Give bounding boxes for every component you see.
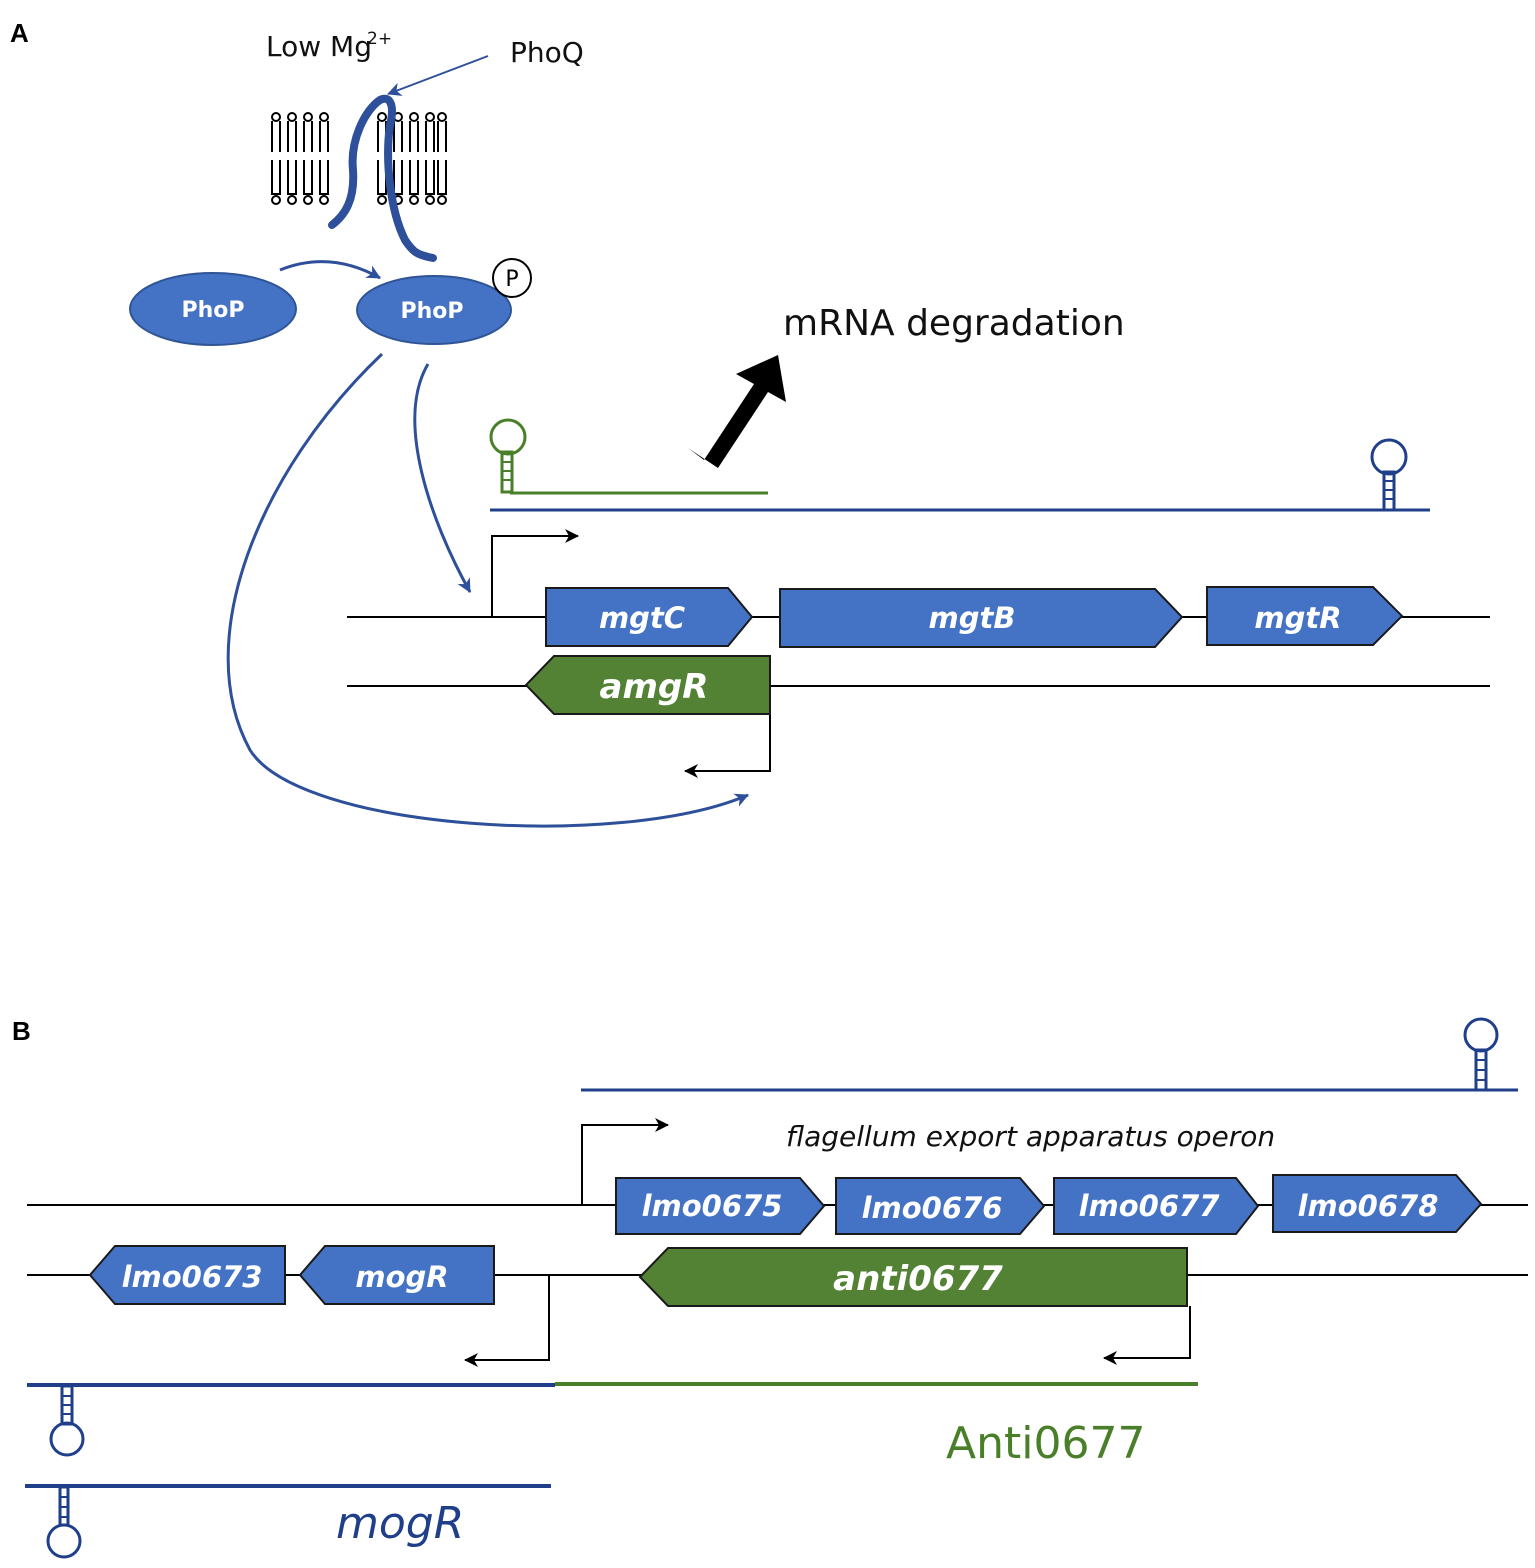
mgtcbr-terminator-hairpin-icon	[1370, 438, 1408, 512]
phosphate-tag-icon	[492, 258, 532, 298]
gene-mgtb: mgtB	[779, 588, 1184, 648]
amgr-promoter-arrow	[684, 714, 771, 778]
gene-anti0677: anti0677	[638, 1247, 1188, 1307]
phoq-pointer-arrow	[387, 55, 489, 96]
gene-mogr: mogR	[298, 1245, 495, 1305]
phoq-protein-icon	[328, 94, 437, 262]
operon-label: flagellum export apparatus operon	[786, 1120, 1275, 1153]
phoq-label: PhoQ	[510, 36, 584, 69]
svg-text:lmo0673: lmo0673	[122, 1260, 263, 1294]
mogr-promoter-arrow	[464, 1276, 550, 1367]
degradation-arrow-icon	[688, 355, 786, 468]
svg-text:lmo0676: lmo0676	[862, 1191, 1003, 1225]
operon-transcript	[581, 1017, 1518, 1092]
operon-promoter-arrow	[581, 1118, 669, 1205]
svg-text:lmo0678: lmo0678	[1298, 1189, 1439, 1223]
gene-mgtc: mgtC	[545, 587, 754, 647]
gene-lmo0678: lmo0678	[1272, 1174, 1483, 1233]
low-mg-label: Low Mg 2+	[266, 29, 392, 63]
long-transcript-hairpin-icon	[49, 1384, 85, 1457]
svg-text:mgtR: mgtR	[1254, 601, 1341, 635]
gene-amgr: amgR	[524, 655, 771, 715]
gene-lmo0677: lmo0677	[1053, 1177, 1260, 1235]
svg-text:mogR: mogR	[355, 1260, 448, 1294]
mogr-transcript	[25, 1484, 551, 1559]
gene-lmo0675: lmo0675	[615, 1177, 826, 1235]
phop-activation-arrow-mgtc	[413, 363, 472, 593]
svg-text:PhoP: PhoP	[181, 298, 244, 323]
panel-b-label: B	[12, 1016, 31, 1046]
panel-a-label: A	[10, 18, 29, 48]
svg-text:lmo0677: lmo0677	[1079, 1189, 1221, 1223]
mgtc-promoter-arrow	[491, 529, 579, 617]
phop-phosphorylated-protein: PhoP P	[356, 258, 532, 345]
svg-text:mgtB: mgtB	[929, 601, 1016, 635]
svg-text:P: P	[505, 267, 518, 292]
svg-text:lmo0675: lmo0675	[642, 1189, 783, 1223]
phosphorylation-arrow	[279, 260, 381, 280]
svg-text:Low Mg: Low Mg	[266, 30, 372, 63]
mogr-anti0677-transcript	[27, 1382, 1198, 1457]
amgr-transcript	[489, 418, 768, 495]
mgtcbr-transcript	[490, 438, 1430, 512]
gene-lmo0673: lmo0673	[88, 1245, 286, 1305]
anti0677-promoter-arrow	[1103, 1306, 1191, 1365]
amgr-terminator-hairpin-icon	[489, 418, 527, 494]
membrane-bilayer-icon	[271, 112, 447, 205]
gene-lmo0676: lmo0676	[835, 1177, 1046, 1235]
mrna-degradation-label: mRNA degradation	[783, 303, 1125, 344]
svg-text:PhoP: PhoP	[400, 299, 463, 324]
svg-text:amgR: amgR	[600, 667, 709, 707]
mogr-transcript-hairpin-icon	[46, 1485, 82, 1559]
mogr-transcript-label: mogR	[336, 1498, 464, 1549]
svg-text:anti0677: anti0677	[833, 1259, 1003, 1299]
low-mg-superscript: 2+	[367, 29, 392, 49]
phop-protein: PhoP	[129, 272, 297, 346]
gene-mgtr: mgtR	[1206, 586, 1404, 646]
phop-activation-arrow-amgr	[226, 352, 749, 828]
operon-terminator-hairpin-icon	[1463, 1017, 1499, 1092]
anti0677-transcript-label: Anti0677	[946, 1418, 1145, 1469]
svg-text:mgtC: mgtC	[599, 601, 685, 635]
